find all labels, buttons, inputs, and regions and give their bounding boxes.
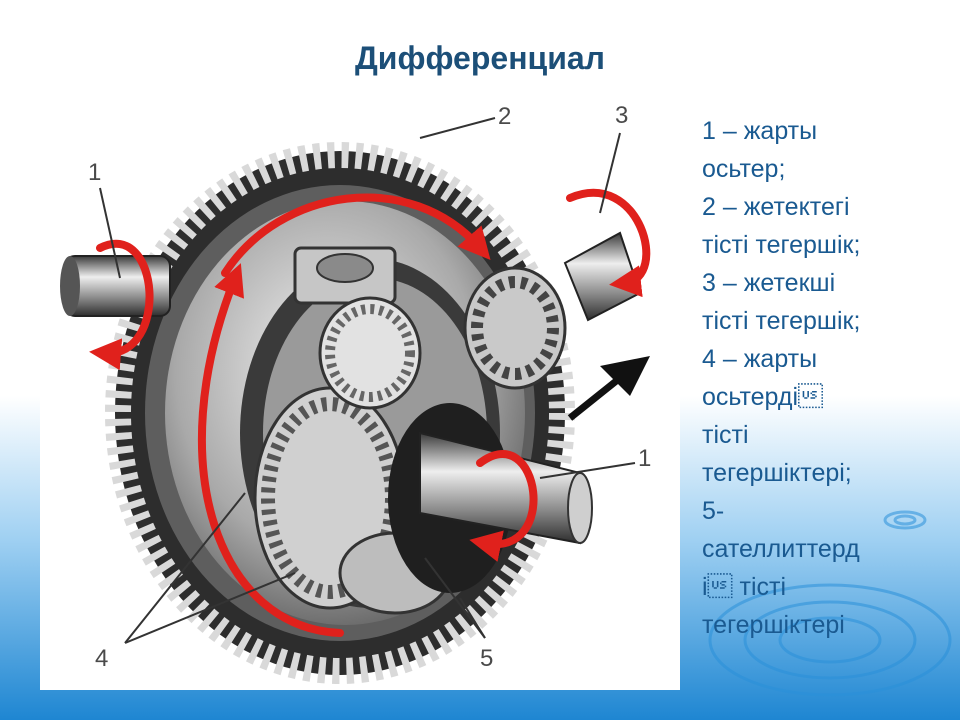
callout-side-gears: 4 <box>95 645 108 672</box>
legend-line: 2 – жетектегі <box>702 193 850 221</box>
legend: 1 – жарты осьтер; 2 – жетектегі тісті те… <box>702 112 952 644</box>
legend-line: сателлиттерд <box>702 535 860 563</box>
callout-right-shaft: 1 <box>638 445 651 472</box>
satellite-gear-top <box>318 296 422 410</box>
callout-ring-gear: 2 <box>498 103 511 130</box>
ring-rotation-arrow-upper <box>221 193 491 277</box>
ring-rotation-arrow-lower <box>197 263 344 637</box>
left-shaft-rotation-arrow <box>89 239 154 371</box>
legend-line: 5- <box>702 497 725 525</box>
legend-line: тегершіктері; <box>702 459 852 487</box>
right-shaft-rotation-arrow <box>469 450 538 562</box>
legend-line: тісті тегершік; <box>702 307 861 335</box>
legend-line: тегершіктері <box>702 611 845 639</box>
callout-lines <box>99 117 636 644</box>
callout-satellites: 5 <box>480 645 493 672</box>
legend-line: 3 – жетекші <box>702 269 836 297</box>
legend-line: осьтер; <box>702 155 786 183</box>
direction-arrow <box>567 356 650 421</box>
legend-line: і тісті <box>702 573 787 601</box>
pinion-rotation-arrow <box>566 188 651 298</box>
page-title: Дифференциал <box>355 40 605 76</box>
legend-line: 1 – жарты <box>702 117 818 145</box>
rotation-arrows <box>89 188 651 637</box>
left-half-shaft <box>60 255 171 317</box>
legend-line: осьтерді <box>702 383 824 411</box>
callout-left-shaft: 1 <box>88 159 101 186</box>
differential-diagram: 1 2 3 1 4 5 <box>40 88 680 690</box>
legend-line: тісті тегершік; <box>702 231 861 259</box>
callout-pinion: 3 <box>615 102 628 129</box>
water-ripple-decoration <box>708 510 952 697</box>
pinion-gear <box>463 231 642 390</box>
legend-line: тісті <box>702 421 749 449</box>
legend-line: 4 – жарты <box>702 345 818 373</box>
